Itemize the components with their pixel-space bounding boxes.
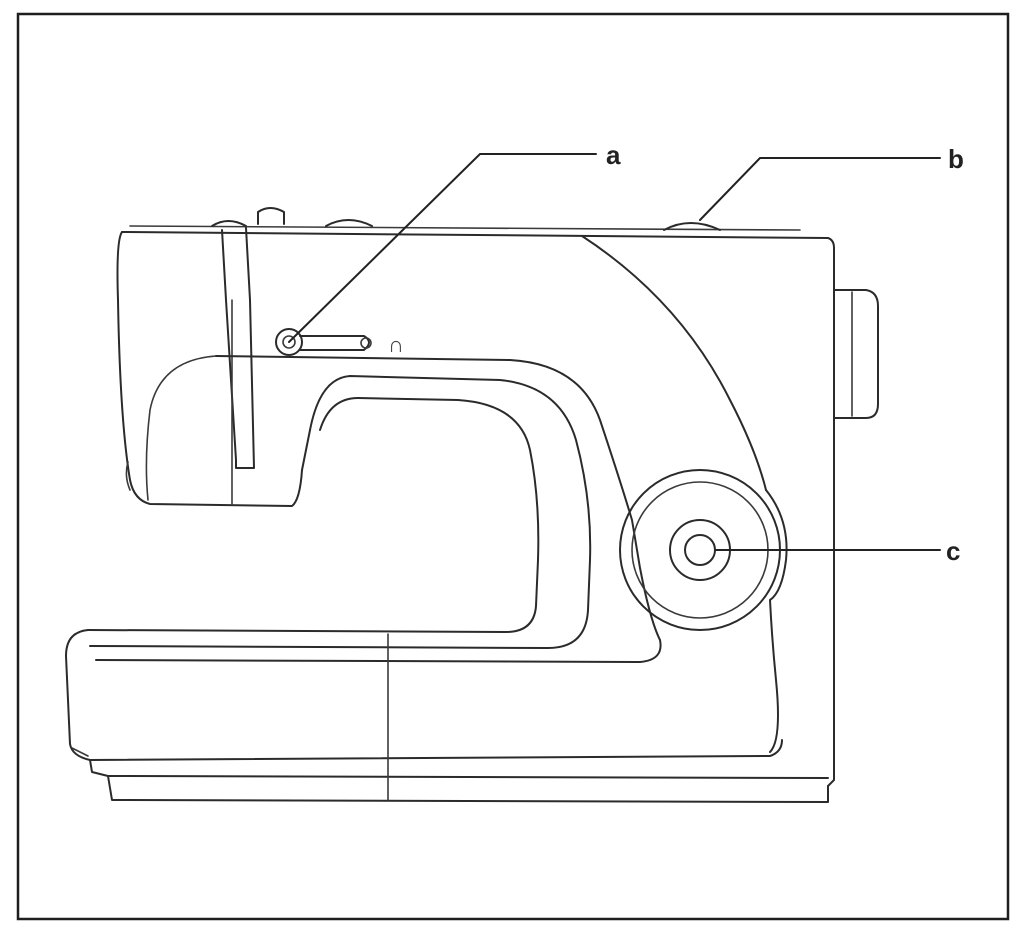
head-inner-curve <box>145 355 217 501</box>
callout-a: a <box>606 140 621 170</box>
base-bottom <box>107 775 829 803</box>
body-sweep <box>581 235 767 491</box>
arm-throat-outer <box>89 375 592 649</box>
lever-slot <box>299 335 370 351</box>
base-front-line <box>71 747 89 757</box>
needle-bar <box>221 227 255 469</box>
arm-throat-inner <box>87 397 540 633</box>
frame-border <box>16 12 1010 921</box>
take-up-lever-knob <box>275 328 303 356</box>
callout-c: c <box>946 536 960 566</box>
top-knob-left <box>325 219 373 227</box>
callout-b: b <box>948 144 964 174</box>
free-arm-base <box>65 629 783 761</box>
body-back-panel <box>121 231 835 787</box>
control-dial-center <box>684 534 716 566</box>
leader-line-a <box>288 153 597 343</box>
sewing-machine <box>65 207 879 803</box>
lever-mark: ∩ <box>388 332 404 357</box>
arm-outer <box>95 355 662 663</box>
top-edge <box>129 225 801 231</box>
take-up-lever-center <box>282 335 296 349</box>
base-lower-step <box>89 759 829 779</box>
lever-slot-end <box>360 337 372 349</box>
leader-line-b <box>699 157 941 221</box>
spool-pin <box>257 207 285 225</box>
machine-head <box>116 231 311 507</box>
dial-housing <box>765 489 788 753</box>
tension-cap <box>211 220 247 227</box>
top-knob-right <box>663 222 721 231</box>
head-bottom-notch <box>125 461 131 491</box>
handwheel <box>833 289 879 419</box>
